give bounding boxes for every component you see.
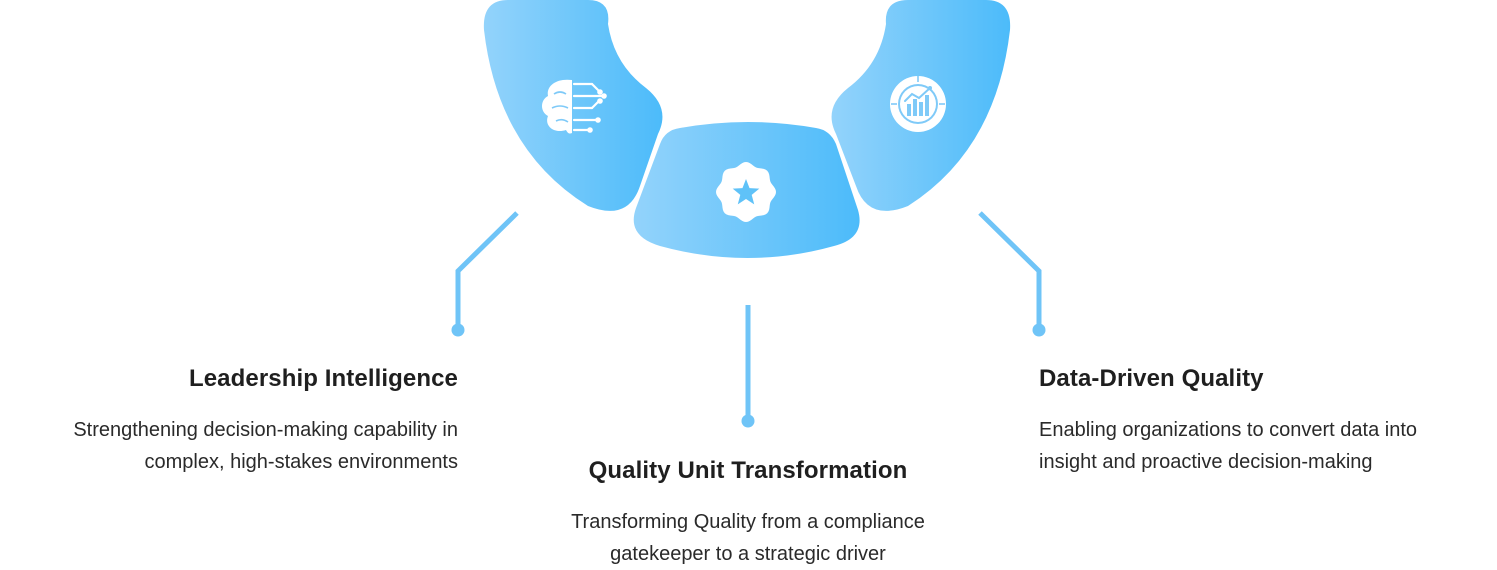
segment-leadership: [483, 0, 663, 211]
block-description-line: complex, high-stakes environments: [144, 451, 458, 473]
brain-circuit-icon: [542, 79, 607, 134]
block-data-driven-quality: Data-Driven Quality Enabling organizatio…: [1039, 364, 1479, 478]
block-title: Leadership Intelligence: [188, 365, 458, 392]
block-description: Strengthening decision-making capability…: [0, 414, 458, 478]
block-title: Quality Unit Transformation: [588, 457, 908, 484]
connector-dot-center: [741, 414, 755, 428]
connector-dot-right: [1032, 323, 1046, 337]
data-chart-icon: [890, 76, 946, 132]
block-description: Enabling organizations to convert data i…: [1039, 414, 1479, 478]
block-description-line: insight and proactive decision-making: [1039, 451, 1373, 473]
block-description-line: gatekeeper to a strategic driver: [610, 543, 886, 565]
block-description-line: Transforming Quality from a compliance: [571, 511, 925, 533]
connector-right: [978, 211, 1042, 330]
block-leadership-intelligence: Leadership Intelligence Strengthening de…: [0, 364, 458, 478]
connector-dot-left: [451, 323, 465, 337]
block-quality-unit-transformation: Quality Unit Transformation Transforming…: [498, 456, 998, 570]
block-description-line: Strengthening decision-making capability…: [73, 419, 458, 441]
block-title: Data-Driven Quality: [1039, 365, 1264, 392]
connector-left: [455, 211, 519, 330]
block-description-line: Enabling organizations to convert data i…: [1039, 419, 1418, 441]
star-badge-icon: [716, 162, 776, 222]
block-description: Transforming Quality from a compliance g…: [498, 506, 998, 570]
